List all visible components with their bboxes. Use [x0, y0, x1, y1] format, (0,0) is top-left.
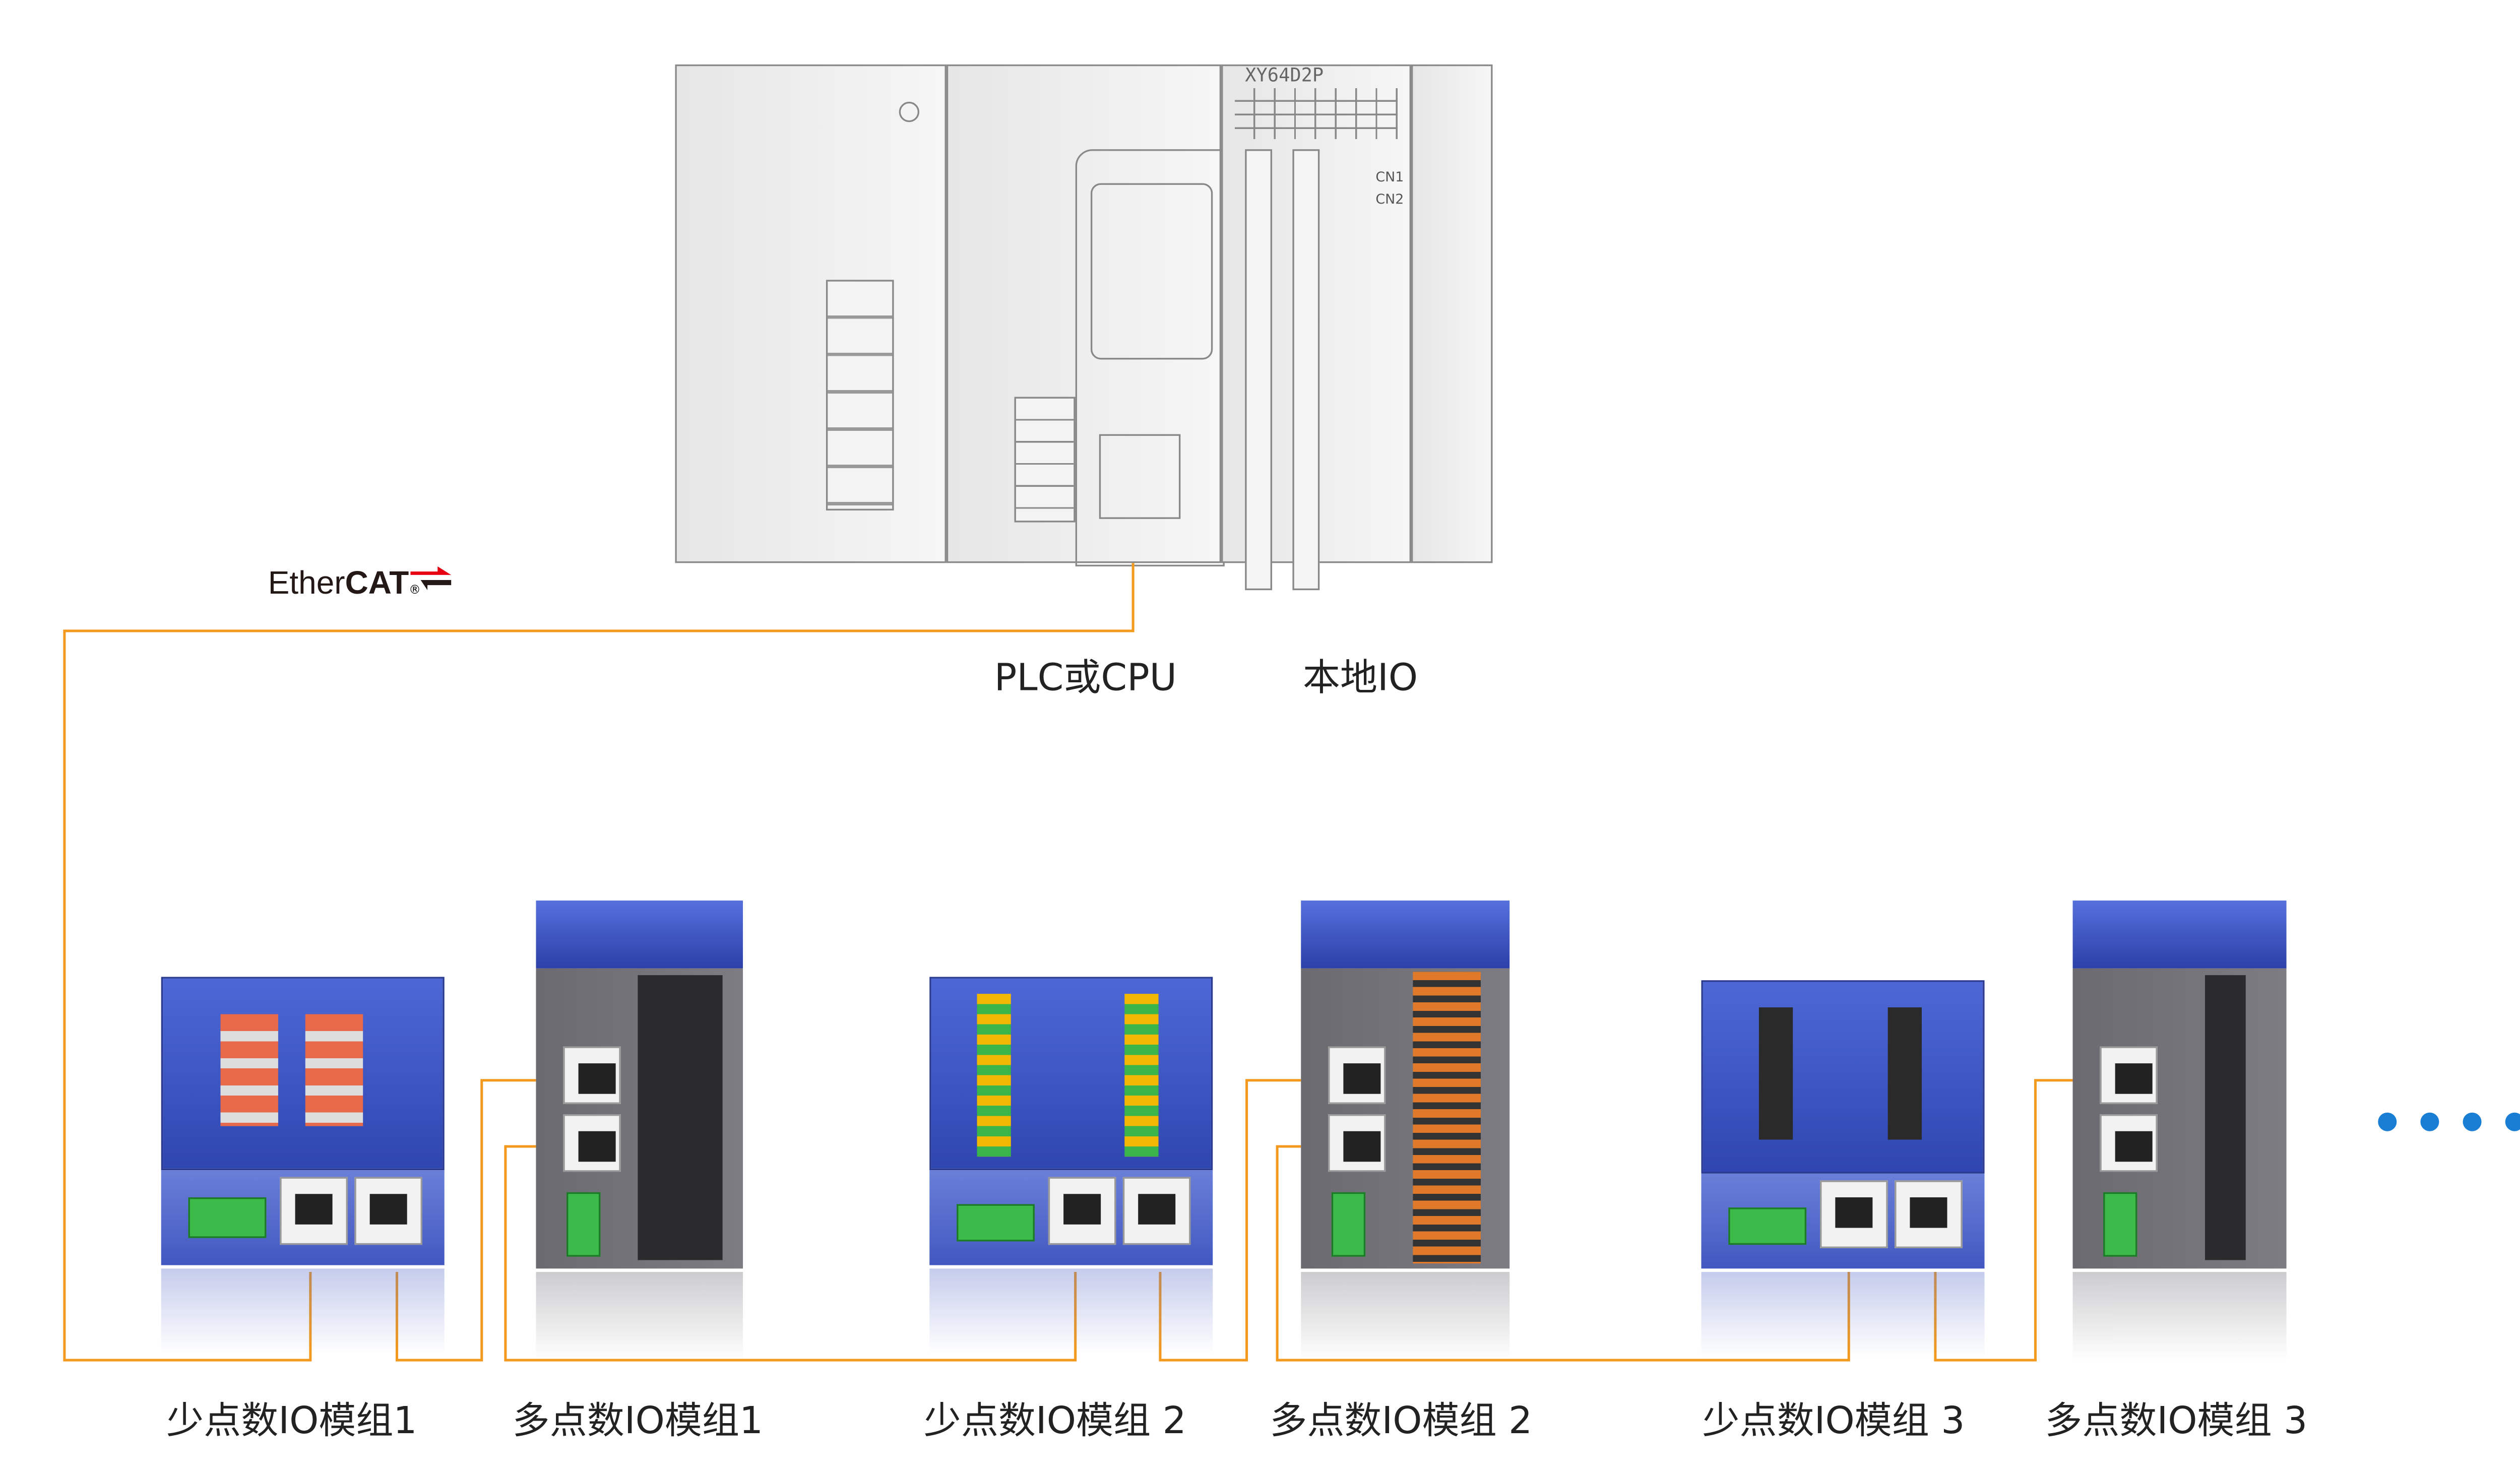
module-label: 多点数IO模组1 [512, 1400, 764, 1443]
module-label: 多点数IO模组 2 [1270, 1400, 1533, 1443]
module-label: 多点数IO模组 3 [2045, 1400, 2308, 1443]
ellipsis-dot [2420, 1112, 2439, 1131]
registered-mark: ® [409, 583, 421, 597]
connector-label-cn2: CN2 [1375, 191, 1404, 207]
ethernet-port-outline [1099, 434, 1181, 519]
ethernet-port-in[interactable] [563, 1046, 621, 1104]
cpu-cover [1090, 183, 1213, 360]
ethernet-port-in[interactable] [1048, 1177, 1116, 1245]
ethernet-port-out[interactable] [563, 1114, 621, 1172]
io-model-label: XY64D2P [1245, 64, 1324, 87]
ethernet-port-out[interactable] [2100, 1114, 2158, 1172]
bus-segment [1159, 1079, 1301, 1362]
module-label: 少点数IO模组 3 [1702, 1400, 1965, 1443]
screw-icon [899, 101, 920, 122]
ellipsis-dot [2463, 1112, 2482, 1131]
plc-cpu-drawing: XY64D2P CN1 CN2 [675, 64, 1493, 591]
bus-segment [1276, 1145, 1850, 1362]
ethernet-port-out[interactable] [354, 1177, 422, 1245]
io-cable-1 [1245, 149, 1273, 591]
io-cable-2 [1292, 149, 1320, 591]
ethernet-port-in[interactable] [1328, 1046, 1386, 1104]
plc-cpu-label: PLC或CPU [994, 658, 1177, 700]
terminal-block [826, 280, 894, 510]
bus-segment [1934, 1079, 2073, 1362]
ethernet-port-out[interactable] [1895, 1180, 1963, 1248]
bus-segment [395, 1079, 536, 1362]
end-cover [1411, 64, 1493, 563]
ethernet-port-out[interactable] [1122, 1177, 1191, 1245]
logo-text: Ether [268, 566, 345, 602]
ethercat-logo: EtherCAT® [268, 566, 452, 614]
module-label: 少点数IO模组 2 [923, 1400, 1186, 1443]
power-module [675, 64, 947, 563]
ethernet-port-out[interactable] [1328, 1114, 1386, 1172]
logo-text-bold: CAT [345, 566, 409, 602]
module-label: 少点数IO模组1 [166, 1400, 417, 1443]
bus-segment [63, 563, 1135, 1362]
io-indicator-grid [1235, 88, 1398, 139]
ethernet-port-in[interactable] [1820, 1180, 1888, 1248]
connector-label-cn1: CN1 [1375, 169, 1404, 185]
bus-segment [504, 1145, 1077, 1362]
local-io-label: 本地IO [1302, 658, 1418, 700]
ethernet-port-in[interactable] [2100, 1046, 2158, 1104]
cpu-terminal [1014, 397, 1076, 523]
double-arrow-icon [410, 566, 452, 591]
ethernet-port-in[interactable] [280, 1177, 348, 1245]
ellipsis-dot [2505, 1112, 2520, 1131]
ellipsis-dot [2378, 1112, 2397, 1131]
